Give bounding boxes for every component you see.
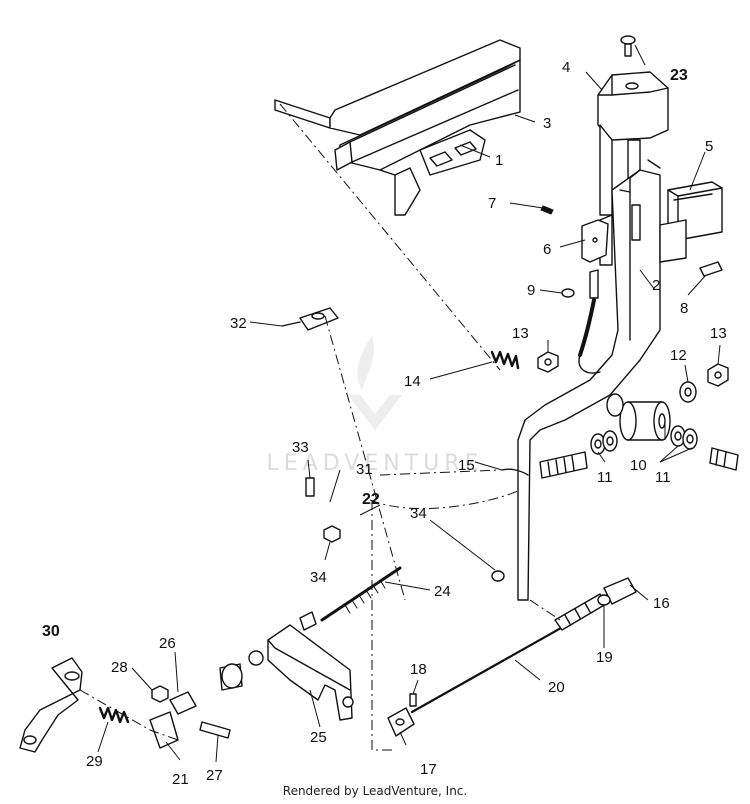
callout-16: 16 (653, 595, 670, 612)
part-21-clip (149, 711, 179, 749)
callout-24: 24 (434, 583, 451, 600)
callout-4: 4 (562, 59, 570, 76)
part-6-clip-bracket (581, 219, 609, 263)
callout-25: 25 (310, 729, 327, 746)
part-15-clip (501, 468, 529, 476)
part-8-bolt (699, 261, 723, 277)
callout-13-right: 13 (710, 325, 727, 342)
part-24-threaded-rod (299, 566, 402, 631)
part-23-screw (620, 35, 636, 57)
part-29-spring (98, 706, 130, 724)
callout-22: 22 (362, 491, 380, 508)
pivot-shaft (539, 447, 739, 479)
part-10-bushing (606, 393, 671, 441)
grommet (219, 650, 264, 691)
callout-5: 5 (705, 138, 713, 155)
part-34-nut-right (491, 570, 505, 582)
dashed-lines (79, 103, 561, 751)
callout-15: 15 (458, 457, 475, 474)
leader-lines (97, 44, 721, 763)
callout-32: 32 (230, 315, 247, 332)
callout-17: 17 (420, 761, 437, 778)
callout-21: 21 (172, 771, 189, 788)
callout-34-right: 34 (410, 505, 427, 522)
part-12-washer (679, 381, 697, 403)
callout-33: 33 (292, 439, 309, 456)
callout-11-left: 11 (597, 469, 613, 486)
callout-28: 28 (111, 659, 128, 676)
callout-20: 20 (548, 679, 565, 696)
part-3-bracket (274, 39, 521, 216)
callout-labels: 1 2 3 4 5 6 7 8 9 10 11 11 12 13 13 14 1… (42, 59, 727, 788)
part-14-spring (490, 350, 520, 370)
watermark-text: LEADVENTURE (267, 451, 484, 476)
part-13-nut-right (707, 363, 729, 387)
callout-14: 14 (404, 373, 421, 390)
callout-12: 12 (670, 347, 687, 364)
part-13-nut-left (537, 351, 559, 373)
callout-9: 9 (527, 282, 535, 299)
callout-6: 6 (543, 241, 551, 258)
callout-19: 19 (596, 649, 613, 666)
callout-11-right: 11 (655, 469, 671, 486)
part-28-nut (151, 685, 169, 703)
part-5-sleeve (659, 181, 723, 263)
part-31-pivot-bracket (299, 307, 339, 331)
callout-18: 18 (410, 661, 427, 678)
part-27-bolt (199, 721, 231, 739)
part-9-clip-and-cable (561, 269, 601, 374)
callout-2: 2 (652, 277, 660, 294)
callout-27: 27 (206, 767, 223, 784)
watermark-logo (348, 335, 402, 430)
callout-29: 29 (86, 753, 103, 770)
part-19-nut (597, 594, 611, 606)
part-11-washers (590, 425, 698, 455)
part-17-rod-end (387, 707, 415, 737)
part-33-pin (305, 477, 315, 497)
part-30-pedal-bracket (19, 657, 83, 753)
callout-7: 7 (488, 195, 496, 212)
part-32-bolt (281, 321, 301, 327)
footer-credit: Rendered by LeadVenture, Inc. (282, 784, 468, 798)
callout-34-left: 34 (310, 569, 327, 586)
callout-30: 30 (42, 623, 60, 640)
part-25-bracket-plate (267, 624, 354, 721)
part-34-nut-left (323, 525, 341, 543)
callout-8: 8 (680, 300, 688, 317)
callout-1: 1 (495, 152, 503, 169)
callout-13-left: 13 (512, 325, 529, 342)
part-26-link (169, 691, 197, 715)
callout-3: 3 (543, 115, 551, 132)
callout-31: 31 (356, 461, 373, 478)
callout-26: 26 (159, 635, 176, 652)
part-18-pin (409, 693, 417, 707)
callout-10: 10 (630, 457, 647, 474)
part-20-rod (410, 593, 607, 714)
callout-23: 23 (670, 67, 688, 84)
part-7-screw (540, 205, 554, 215)
